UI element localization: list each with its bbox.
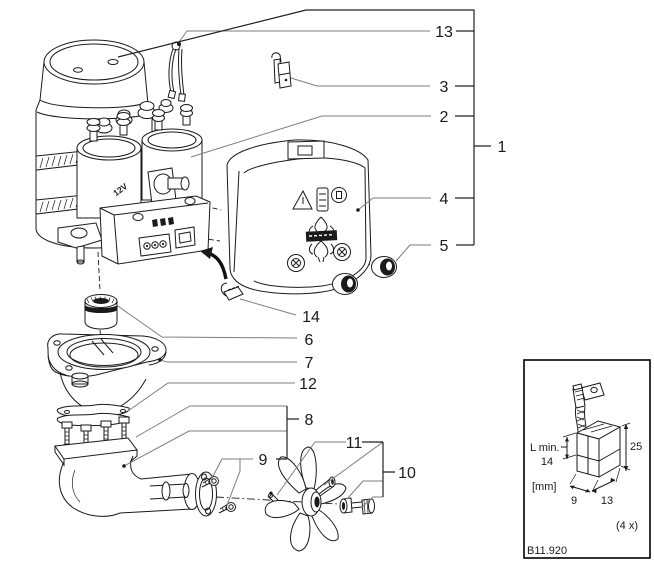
- solenoid-assembly: 12V: [76, 104, 211, 265]
- inset-dimension-lines: [561, 422, 631, 494]
- callout-13: 13: [435, 24, 453, 41]
- leader-line-6: [114, 303, 298, 339]
- inset-base-width: 13: [601, 495, 613, 507]
- brand-ornament: [305, 216, 338, 263]
- leader-line-4: [357, 197, 431, 211]
- bracket-8: [276, 406, 299, 460]
- motor-mounting-foot: [57, 222, 103, 265]
- brush-terminal-lug: [572, 382, 605, 409]
- terminal-stud: [116, 112, 131, 136]
- callout-5: 5: [440, 238, 449, 255]
- carbon-brush-inset: L min. 14 25 [mm] 9 13 (4 x) B11.920: [523, 359, 651, 559]
- inset-l-min-value: 14: [541, 456, 553, 468]
- anode-bolt: [351, 498, 375, 515]
- leader-line-5: [395, 244, 431, 262]
- inset-drawing-code: B11.920: [527, 545, 567, 557]
- socket-port: [174, 226, 196, 249]
- callout-brackets: [117, 9, 491, 497]
- callout-12: 12: [299, 376, 317, 393]
- callout-4: 4: [440, 191, 449, 208]
- elbow-housing: [54, 437, 201, 517]
- plastic-cover: [226, 139, 372, 295]
- leader-line-9a: [210, 458, 253, 481]
- inset-base-depth: 9: [571, 495, 577, 507]
- propeller: [264, 446, 347, 552]
- brush-spring-set: [167, 41, 186, 102]
- screw-port-left: [287, 254, 305, 272]
- callout-7: 7: [305, 355, 314, 372]
- main-terminal-bracket: [147, 167, 190, 205]
- plug-connector: [220, 282, 244, 301]
- terminal-stud: [152, 109, 165, 131]
- gasket-plates: [56, 403, 130, 427]
- leader-lines: [114, 30, 431, 508]
- brush-block: [575, 420, 622, 478]
- callout-1: 1: [498, 139, 507, 156]
- callout-6: 6: [305, 332, 314, 349]
- cover-latch: [287, 140, 325, 160]
- brush-holder-clip: [271, 52, 292, 89]
- screw-port-right: [333, 243, 351, 261]
- inset-l-min-label: L min.: [530, 442, 560, 454]
- leader-line-11: [276, 441, 346, 496]
- intermediate-flange: [47, 333, 167, 413]
- bracket-10-11: [362, 441, 395, 497]
- anode-spacer: [339, 497, 353, 514]
- leader-line-8b: [123, 430, 287, 467]
- leader-line-8a: [135, 405, 287, 438]
- assembly-bracket-1: [117, 9, 475, 245]
- inset-height-value: 25: [630, 441, 642, 453]
- cover-cap-right: [371, 256, 397, 278]
- callout-numbers: 13 3 2 1 4 5 14 6 7 12 8 9 11 10: [259, 24, 507, 482]
- terminal-stud: [180, 104, 193, 126]
- leader-line-10b: [361, 496, 383, 508]
- relay-base-box: [99, 195, 211, 265]
- flexible-coupling: [84, 294, 118, 330]
- propeller-hub: [301, 476, 336, 517]
- rotate-arrow: [200, 247, 228, 280]
- callout-11: 11: [346, 435, 363, 452]
- callout-10: 10: [398, 465, 416, 482]
- callout-9: 9: [259, 452, 268, 469]
- solenoid-left: 12V: [76, 112, 142, 219]
- leader-line-2: [190, 115, 431, 158]
- callout-2: 2: [440, 109, 449, 126]
- flange-foot: [71, 372, 89, 388]
- round-badge-icon: [331, 187, 347, 203]
- callout-8: 8: [305, 412, 314, 429]
- warning-triangle-icon: [292, 189, 313, 210]
- leader-line-10-hub: [323, 441, 384, 486]
- leader-line-9b: [226, 459, 241, 506]
- inset-quantity-note: (4 x): [616, 520, 638, 532]
- leader-line-14: [239, 298, 297, 316]
- cover-cap-left: [332, 273, 358, 295]
- leader-line-12: [127, 382, 295, 412]
- callout-3: 3: [440, 79, 449, 96]
- leader-line-3: [290, 77, 430, 87]
- inset-units-label: [mm]: [532, 481, 556, 493]
- label-strip-icon: [316, 187, 329, 212]
- leader-line-13: [178, 30, 430, 43]
- wire-connector-block: [138, 233, 172, 257]
- leader-line-10a: [346, 480, 383, 500]
- leader-line-7: [159, 359, 297, 363]
- terminal-stud: [86, 118, 101, 142]
- callout-14: 14: [302, 309, 320, 326]
